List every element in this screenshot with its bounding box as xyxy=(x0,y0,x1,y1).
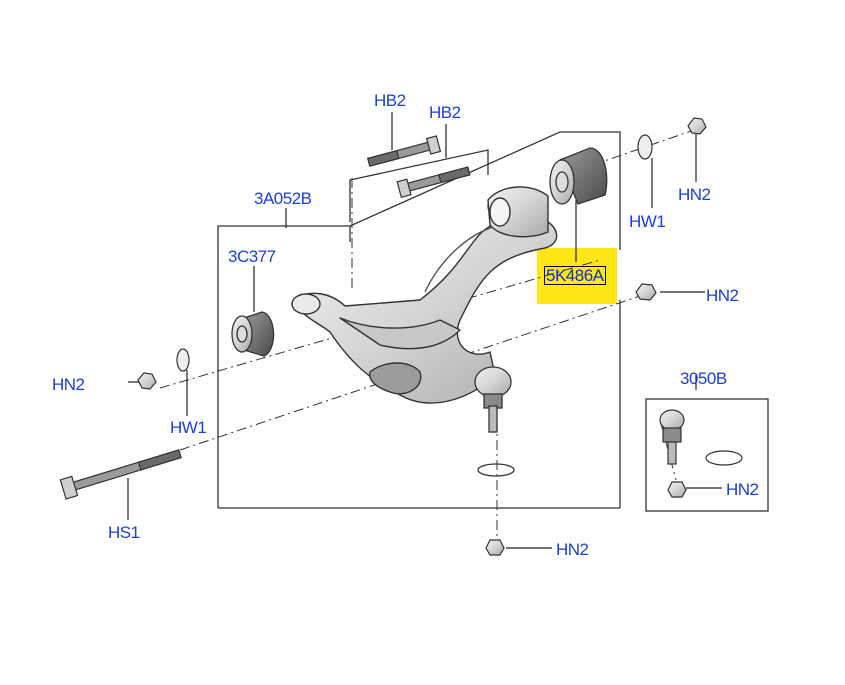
label-hn2-right: HN2 xyxy=(706,286,739,305)
label-hn2-top-right: HN2 xyxy=(678,185,711,204)
front-bushing-icon xyxy=(231,311,275,357)
label-hw1-right: HW1 xyxy=(629,212,666,231)
label-hn2-kit: HN2 xyxy=(726,480,759,499)
kit-ball-joint-icon xyxy=(659,409,685,465)
leader-lines xyxy=(127,112,722,549)
ball-joint-icon xyxy=(474,366,515,477)
highlight-5k486a xyxy=(537,248,617,304)
label-hn2-left: HN2 xyxy=(52,375,85,394)
label-3c377: 3C377 xyxy=(228,247,276,266)
label-hs1: HS1 xyxy=(108,523,140,542)
label-hn2-bottom: HN2 xyxy=(556,540,589,559)
label-5k486a: 5K486A xyxy=(544,266,606,285)
label-3050b: 3050B xyxy=(680,369,727,388)
rear-bushing-icon xyxy=(549,147,608,205)
hs1-bolt-icon xyxy=(59,449,182,500)
label-hw1-left: HW1 xyxy=(170,418,207,437)
control-arm-icon xyxy=(291,186,558,404)
kit-3050b-frame xyxy=(645,398,769,512)
hb2-bolts-icon xyxy=(367,135,471,199)
label-hb2-top: HB2 xyxy=(374,91,406,110)
label-hb2-second: HB2 xyxy=(429,103,461,122)
washers-nuts-icon xyxy=(137,117,743,556)
label-3a052b: 3A052B xyxy=(254,189,312,208)
